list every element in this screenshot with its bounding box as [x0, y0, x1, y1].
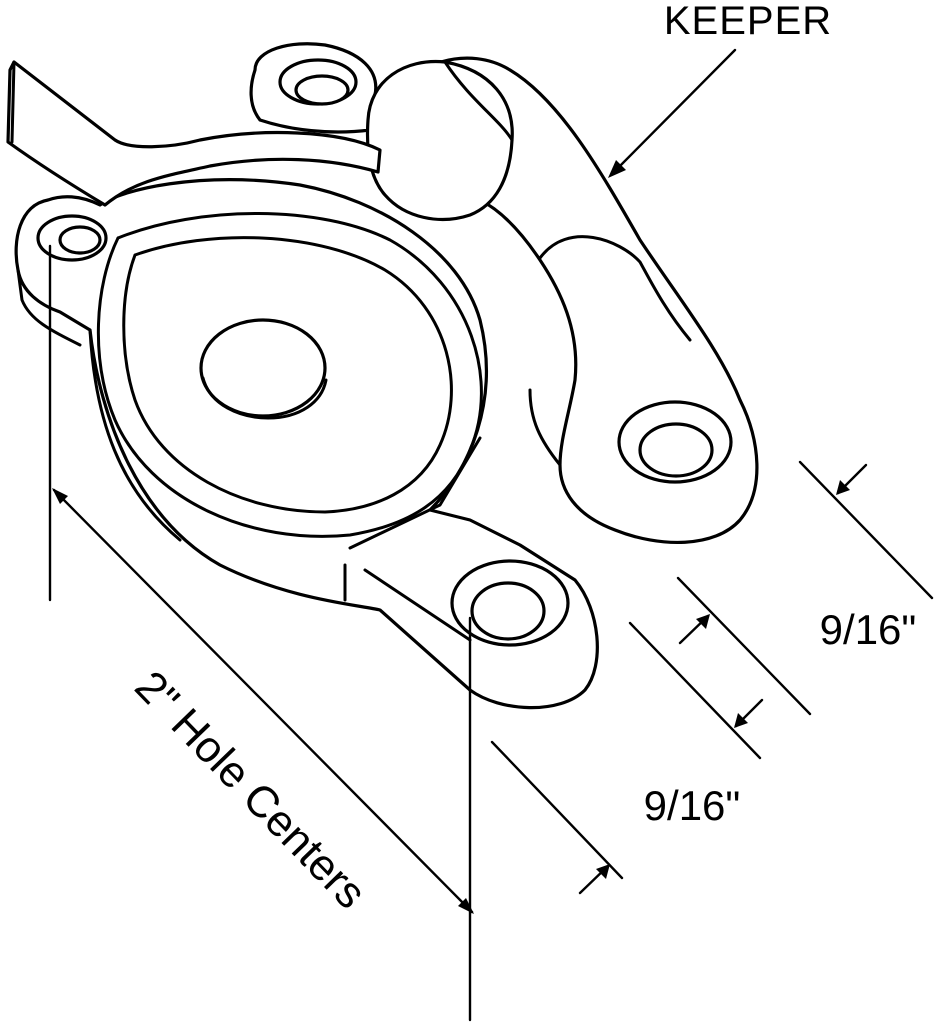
extension-line-lower-a: [628, 621, 762, 760]
keeper-label: KEEPER: [664, 0, 832, 43]
center-screw-boss: [199, 318, 328, 420]
keeper-callout: [608, 48, 737, 178]
keeper-leader-line: [610, 48, 737, 176]
base-plate: [14, 178, 599, 710]
extension-line-lower-b: [490, 740, 624, 880]
arrowhead-left: [52, 488, 68, 504]
keeper: [249, 42, 759, 545]
arrowhead-lower-top: [734, 713, 748, 728]
left-mounting-hole: [36, 214, 108, 262]
arrowhead-upper-top: [836, 480, 850, 495]
arrowhead-upper-bottom: [696, 614, 710, 629]
hole-centers-label: 2" Hole Centers: [125, 662, 375, 918]
lower-offset-dimension: [490, 621, 764, 895]
arrowhead-right: [458, 898, 474, 914]
arrowhead-lower-bottom: [596, 864, 610, 879]
upper-offset-label: 9/16": [820, 606, 917, 653]
dimension-line-hole-centers: [52, 488, 474, 914]
keeper-arrowhead: [608, 160, 626, 178]
thumb-lever: [6, 60, 382, 207]
hole-centers-dimension: [48, 244, 474, 1022]
lower-offset-label: 9/16": [644, 782, 741, 829]
extension-line-upper-b: [676, 576, 812, 716]
extension-line-upper-a: [798, 460, 934, 600]
upper-offset-dimension: [676, 460, 934, 716]
front-mounting-hole: [450, 559, 570, 647]
